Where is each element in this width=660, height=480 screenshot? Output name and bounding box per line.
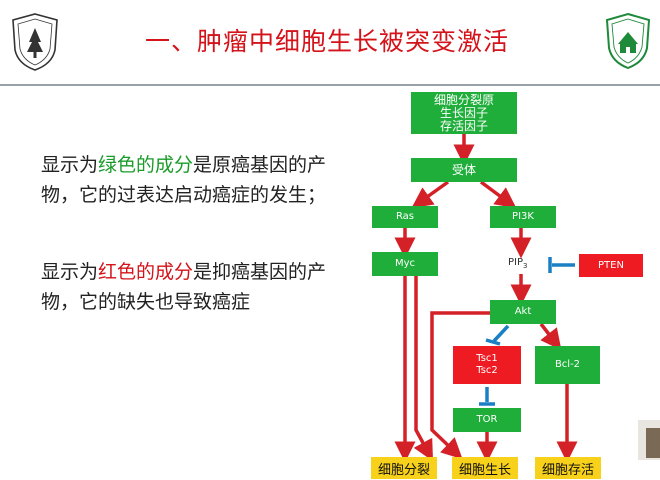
suppressor-explanation: 显示为红色的成分是抑癌基因的产物，它的缺失也导致癌症 — [41, 257, 341, 317]
node-bcl2: Bcl-2 — [535, 346, 600, 384]
arrow-myc-to-growth — [413, 276, 434, 462]
p2-prefix: 显示为 — [41, 261, 99, 283]
decorative-edge-graphic — [638, 420, 660, 460]
arrow-akt-to-growth — [430, 311, 490, 460]
node-tsc1-tsc2: Tsc1 Tsc2 — [453, 346, 521, 384]
p1-suffix: 是原癌基因的产物，它的过表达启动癌症的发生； — [41, 154, 327, 206]
node-ras: Ras — [372, 206, 438, 228]
node-tor: TOR — [453, 408, 521, 432]
node-akt: Akt — [490, 300, 556, 324]
arrow-receptor-to-ras — [411, 180, 450, 209]
p2-suffix: 是抑癌基因的产物，它的缺失也导致癌症 — [41, 261, 327, 313]
outcome-cell-division: 细胞分裂 — [371, 457, 437, 479]
node-myc: Myc — [372, 252, 438, 276]
page-title: 一、肿瘤中细胞生长被突变激活 — [144, 27, 509, 56]
medical-school-emblem-logo — [605, 12, 651, 70]
inhibit-akt-to-tsc — [492, 324, 510, 343]
node-pten: PTEN — [579, 254, 643, 277]
node-pi3k: PI3K — [490, 206, 556, 228]
node-mitogens-growth-survival-factors: 细胞分裂原 生长因子 存活因子 — [411, 92, 517, 134]
university-seal-logo — [12, 13, 58, 71]
outcome-cell-survival: 细胞存活 — [535, 457, 601, 479]
outcome-cell-growth: 细胞生长 — [452, 457, 518, 479]
node-pip3: PIP3 — [508, 257, 528, 270]
header-divider — [0, 84, 660, 86]
red-component-term: 红色的成分 — [98, 261, 194, 283]
node-receptor: 受体 — [411, 158, 517, 182]
green-component-term: 绿色的成分 — [98, 154, 194, 176]
arrow-akt-to-bcl2 — [539, 322, 562, 351]
oncogene-explanation: 显示为绿色的成分是原癌基因的产物，它的过表达启动癌症的发生； — [41, 150, 341, 210]
p1-prefix: 显示为 — [41, 154, 99, 176]
arrow-receptor-to-pi3k — [479, 180, 517, 209]
